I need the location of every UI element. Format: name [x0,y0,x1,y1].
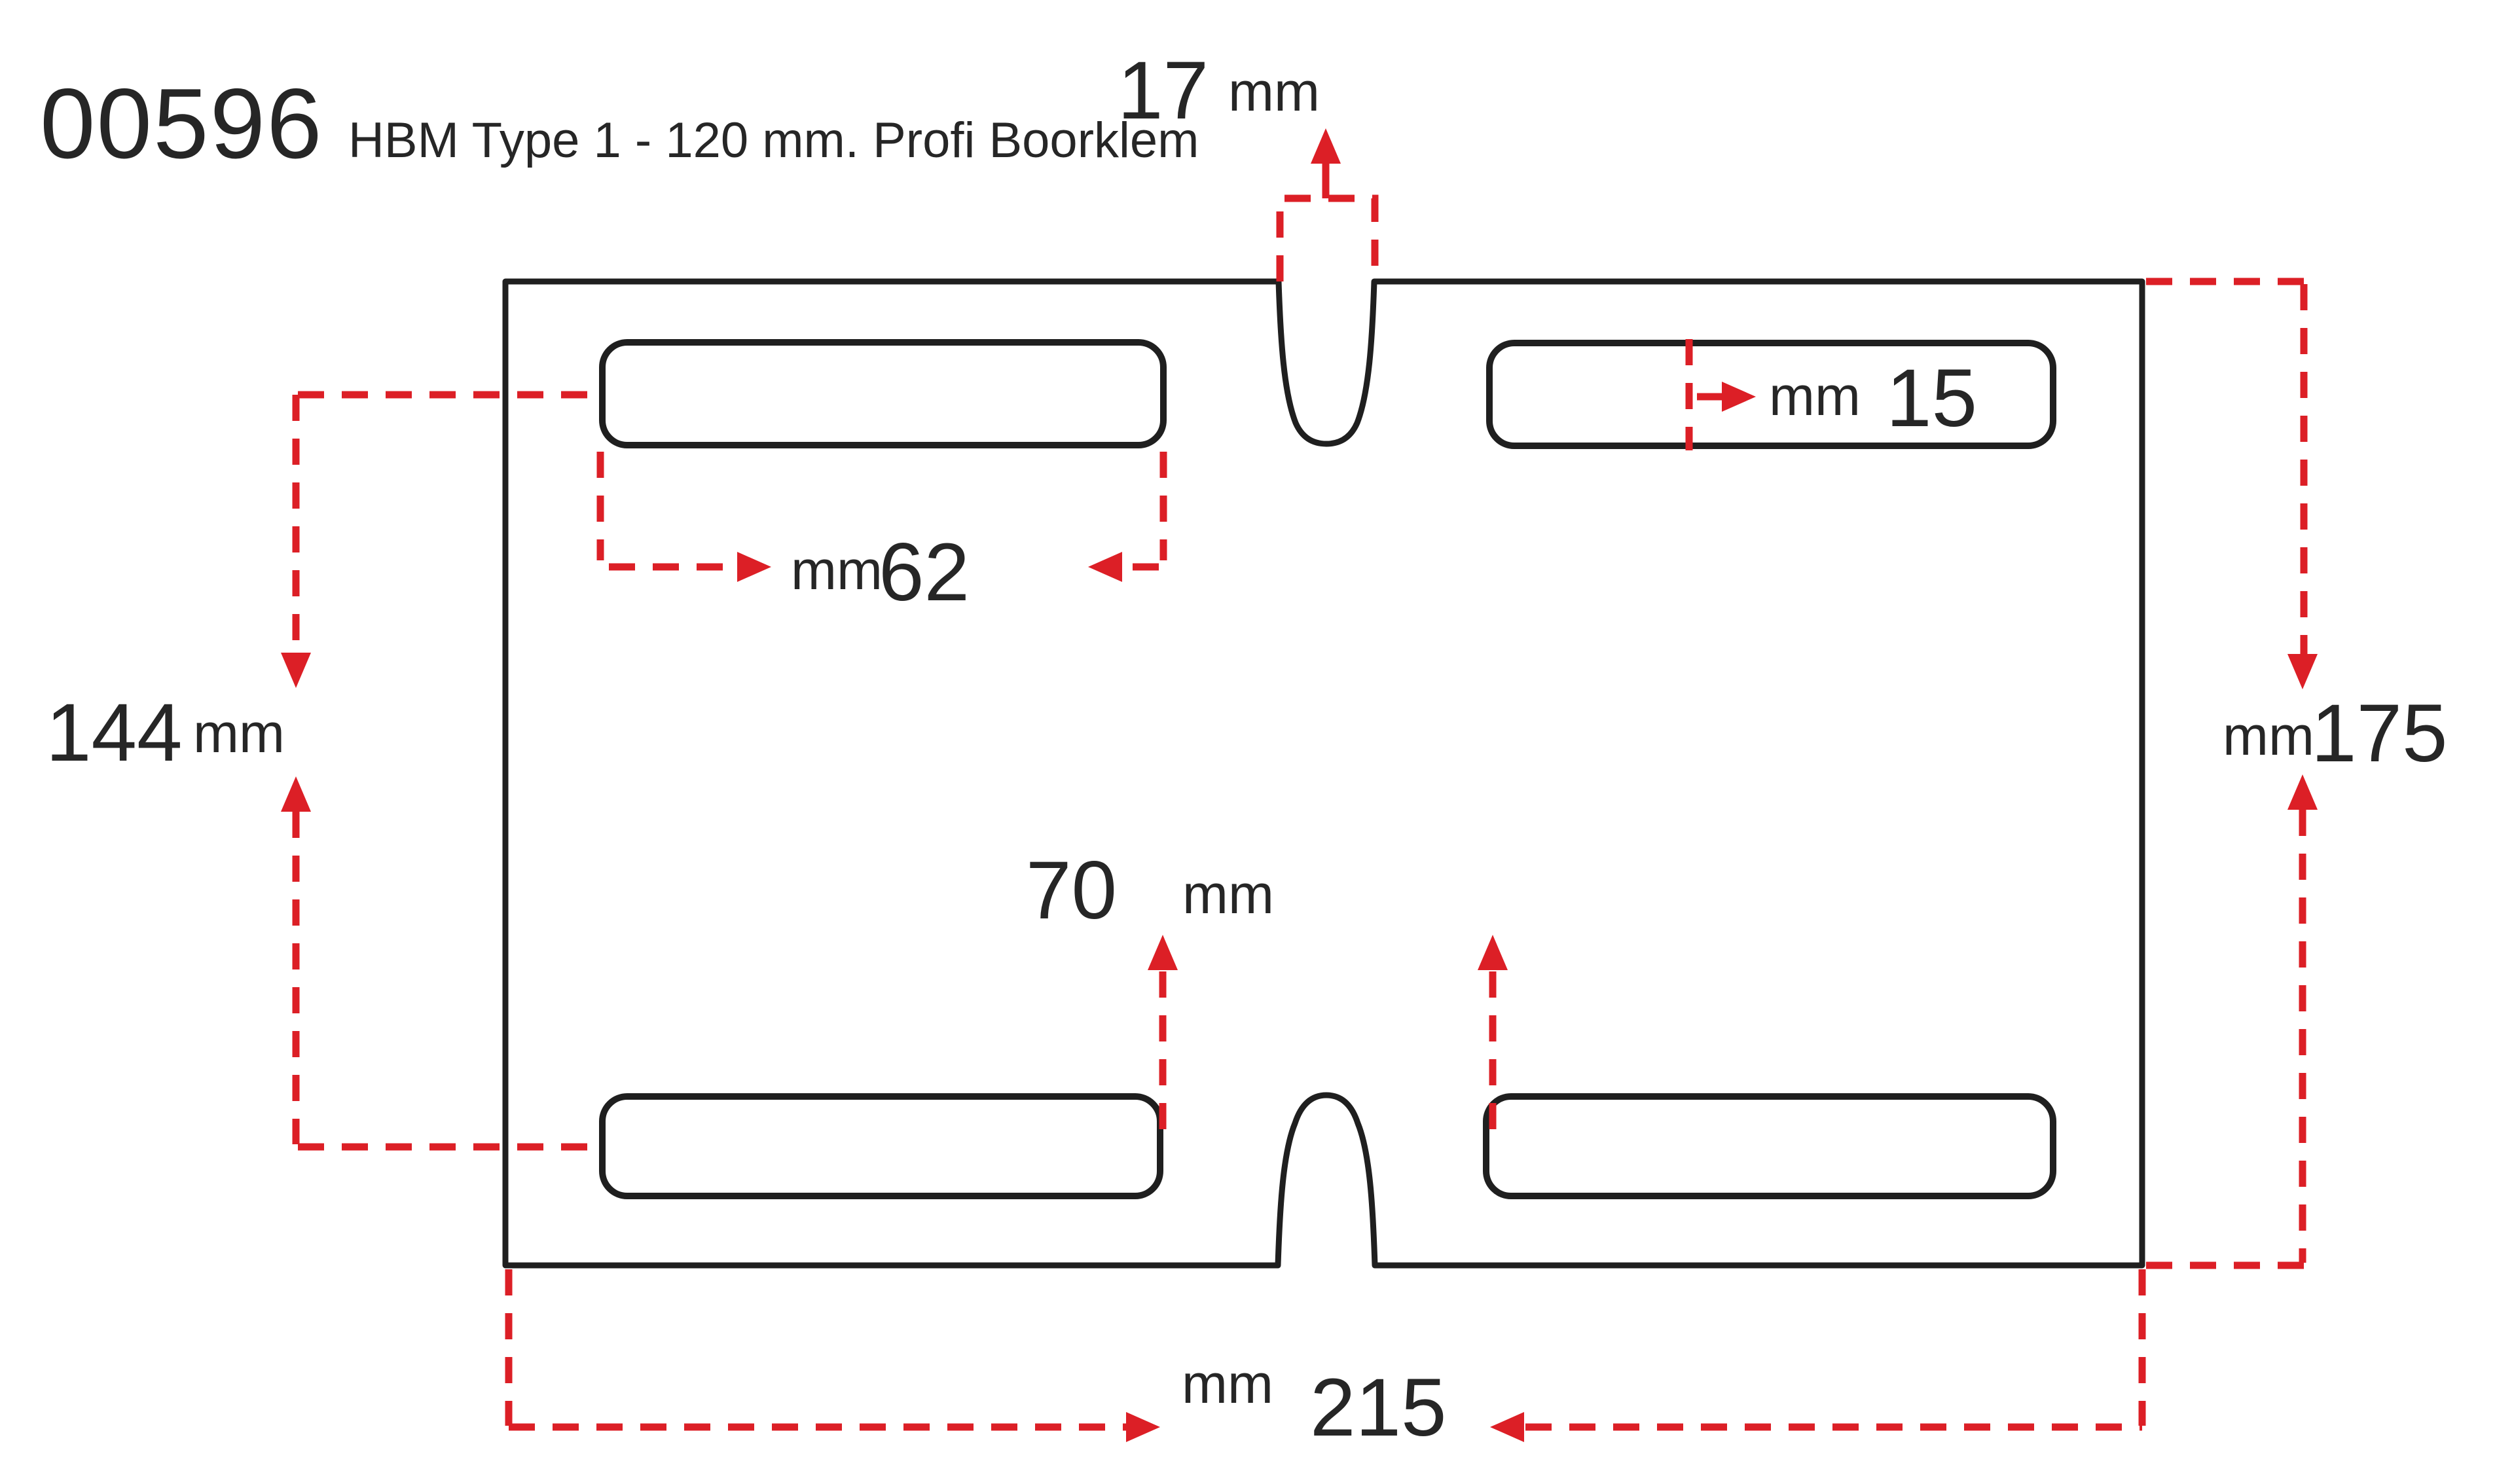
plate-outline [502,278,2145,1269]
dim-slot-height-value: 15 [1886,353,1977,444]
dim-slot-gap-unit: mm [1182,863,1274,925]
arrow-right-icon [737,552,771,582]
dimension-notch-width: 17 mm [1118,45,1379,281]
dim-plate-height-value: 175 [2311,688,2448,779]
dim-plate-height-unit: mm [2223,705,2314,767]
arrow-down-icon [2287,654,2318,689]
dim-slot-gap-value: 70 [1026,845,1117,936]
dim-plate-width-unit: mm [1182,1353,1273,1415]
dim-notch-width-value: 17 [1118,45,1209,136]
dimension-slot-length: mm 62 [596,452,1167,618]
slot-bottom-right [1483,1093,2056,1199]
arrow-left-icon [1490,1412,1524,1442]
dim-slot-height-unit: mm [1769,365,1861,427]
arrow-left-icon [1088,552,1122,582]
part-title: HBM Type 1 - 120 mm. Profi Boorklem [348,113,1199,168]
slot-bottom-left [599,1093,1163,1199]
dimension-line [1276,194,1379,281]
dim-slot-length-value: 62 [879,527,970,618]
dim-row-spacing-value: 144 [46,687,183,778]
arrow-right-icon [1126,1412,1160,1442]
arrow-up-icon [1478,935,1508,970]
dim-plate-width-value: 215 [1310,1362,1447,1453]
slot-top-left [599,339,1167,448]
arrow-right-icon [1722,382,1756,412]
dim-slot-length-unit: mm [791,539,883,601]
dimension-row-spacing: 144 mm [46,391,597,1151]
dimension-slot-height: mm 15 [1685,339,1977,450]
part-number: 00596 [40,68,323,179]
arrow-up-icon [2287,774,2318,810]
slot-top-right [1486,340,2056,449]
dimension-plate-width: mm 215 [505,1269,2146,1453]
arrow-down-icon [281,653,311,688]
arrow-up-icon [1311,128,1341,164]
arrow-up-icon [1148,935,1178,970]
dimension-slot-gap: 70 mm [1026,845,1508,1146]
arrow-up-icon [281,776,311,812]
dim-row-spacing-unit: mm [193,702,285,764]
dim-notch-width-unit: mm [1228,61,1320,122]
dimension-plate-height: mm 175 [2146,278,2448,1269]
